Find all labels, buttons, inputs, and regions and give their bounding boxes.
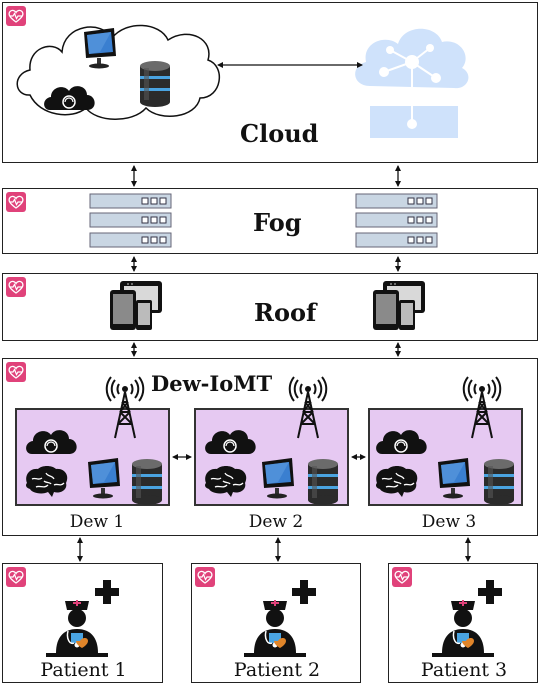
fog-title: Fog xyxy=(253,208,302,237)
tablet-icon xyxy=(373,281,425,330)
heart-monitor-icon xyxy=(6,567,26,587)
dew-node-2-icons xyxy=(204,429,338,505)
nurse-icon xyxy=(431,599,495,658)
brain-icon xyxy=(204,465,247,498)
network-cloud-icon xyxy=(355,28,469,138)
database-icon xyxy=(308,459,338,505)
monitor-icon xyxy=(438,458,470,499)
patient-label-1: Patient 1 xyxy=(40,659,127,681)
tower-icon xyxy=(462,376,502,439)
heart-monitor-icon xyxy=(6,192,26,212)
database-icon xyxy=(484,459,514,505)
dew-iomt-title: Dew-IoMT xyxy=(151,371,273,396)
medical-cross-icon xyxy=(95,580,119,604)
brain-icon xyxy=(25,465,68,498)
dew-label-3: Dew 3 xyxy=(421,512,477,532)
patient-label-3: Patient 3 xyxy=(420,659,508,681)
dew-label-2: Dew 2 xyxy=(248,512,304,532)
heart-monitor-icon xyxy=(6,277,26,297)
medical-cross-icon xyxy=(292,580,316,604)
brain-icon xyxy=(375,465,418,498)
nurse-icon xyxy=(45,599,109,658)
roof-title: Roof xyxy=(254,298,317,327)
cloud-icon xyxy=(25,429,78,455)
roof-layer: Roof xyxy=(2,273,538,341)
heart-monitor-icon xyxy=(392,567,412,587)
cloud-icon xyxy=(375,429,428,455)
tower-icon xyxy=(105,376,145,439)
cloud-icon xyxy=(204,429,257,455)
tower-icon xyxy=(288,376,328,439)
dew-label-1: Dew 1 xyxy=(69,512,125,532)
heart-monitor-icon xyxy=(6,6,26,26)
monitor-icon xyxy=(262,458,294,499)
database-icon xyxy=(140,61,170,107)
server-rack-icon xyxy=(89,193,172,248)
heart-monitor-icon xyxy=(6,362,26,382)
medical-cross-icon xyxy=(478,580,502,604)
heart-monitor-icon xyxy=(195,567,215,587)
patient-label-2: Patient 2 xyxy=(233,659,321,681)
database-icon xyxy=(132,459,162,505)
tablet-icon xyxy=(110,281,162,330)
server-rack-icon xyxy=(355,193,438,248)
nurse-icon xyxy=(243,599,307,658)
dew-node-1-icons xyxy=(25,429,162,505)
dew-node-3-icons xyxy=(375,429,514,505)
layer-arrows xyxy=(77,165,471,562)
cloud-title: Cloud xyxy=(240,119,319,148)
monitor-icon xyxy=(88,458,120,499)
